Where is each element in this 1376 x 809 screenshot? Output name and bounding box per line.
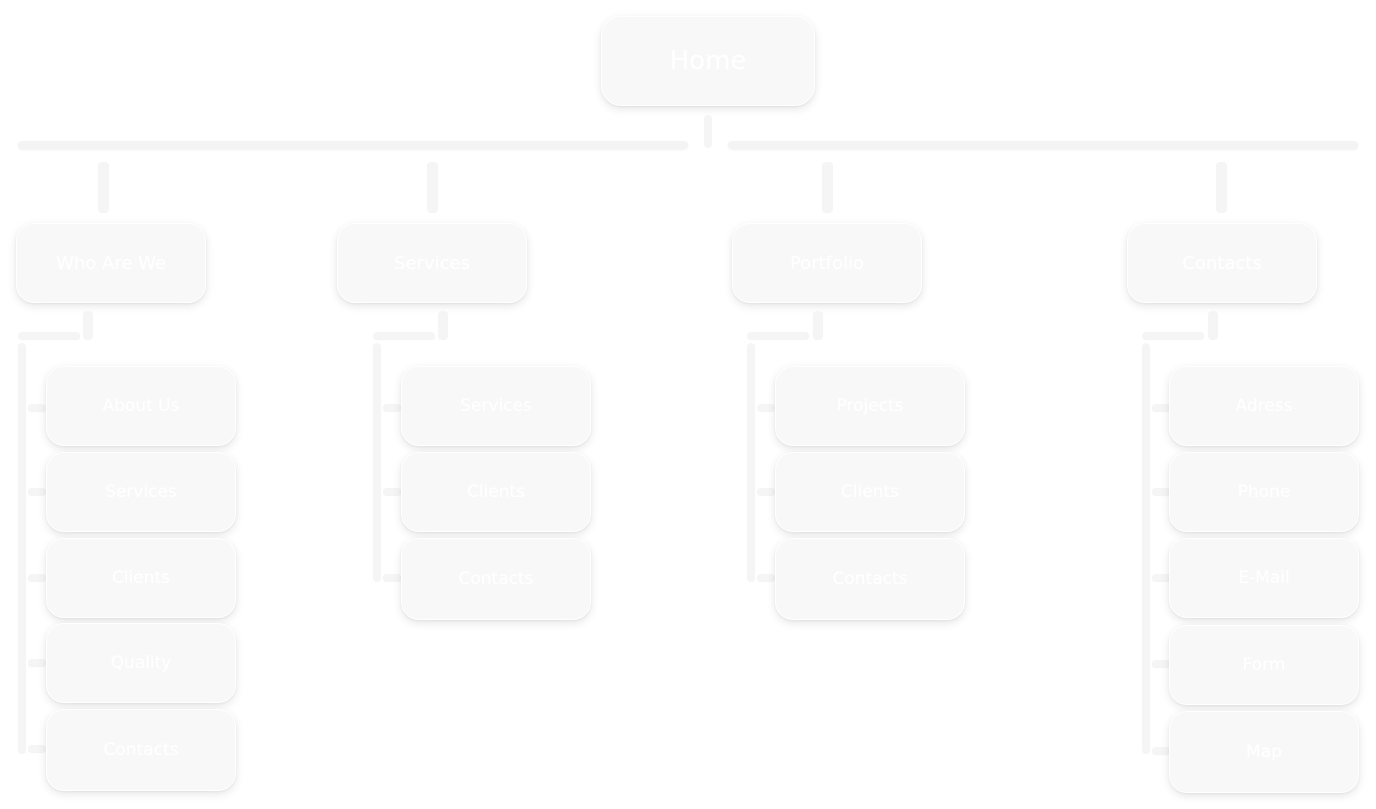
connector-drop-section	[822, 162, 833, 212]
node-leaf-about-us: About Us	[46, 366, 236, 446]
connector-section-stem	[83, 311, 93, 339]
node-leaf-quality: Quality	[46, 623, 236, 703]
node-section-portfolio: Portfolio	[732, 223, 922, 303]
node-section-contacts: Contacts	[1127, 223, 1317, 303]
node-leaf-services: Services	[46, 452, 236, 532]
node-leaf-services: Services	[401, 366, 591, 446]
connector-branch	[383, 488, 401, 495]
connector-branch	[28, 745, 46, 752]
connector-elbow	[1142, 332, 1204, 339]
connector-branch	[1152, 660, 1170, 667]
connector-section-stem	[438, 311, 448, 339]
connector-elbow	[373, 332, 435, 339]
node-leaf-clients: Clients	[775, 452, 965, 532]
connector-branch	[28, 574, 46, 581]
connector-root-stem	[704, 115, 712, 147]
connector-branch	[757, 404, 775, 411]
node-leaf-email: E-Mail	[1169, 538, 1359, 618]
connector-section-stem	[813, 311, 823, 339]
connector-branch	[757, 574, 775, 581]
connector-branch	[28, 488, 46, 495]
connector-elbow	[747, 332, 809, 339]
connector-branch	[757, 488, 775, 495]
connector-top-bus-left	[18, 141, 688, 149]
connector-spine	[747, 343, 755, 581]
node-home: Home	[601, 16, 815, 106]
node-leaf-form: Form	[1169, 625, 1359, 705]
node-leaf-clients: Clients	[46, 538, 236, 618]
connector-branch	[28, 404, 46, 411]
node-leaf-adress: Adress	[1169, 366, 1359, 446]
node-leaf-clients: Clients	[401, 452, 591, 532]
node-leaf-contacts: Contacts	[775, 538, 965, 620]
node-leaf-contacts: Contacts	[46, 709, 236, 791]
connector-top-bus-right	[728, 141, 1358, 149]
connector-elbow	[18, 332, 80, 339]
connector-drop-section	[427, 162, 438, 212]
node-leaf-contacts: Contacts	[401, 538, 591, 620]
connector-branch	[1152, 488, 1170, 495]
node-leaf-projects: Projects	[775, 366, 965, 446]
connector-branch	[383, 574, 401, 581]
connector-spine	[373, 343, 381, 581]
connector-branch	[1152, 404, 1170, 411]
connector-drop-section	[98, 162, 109, 212]
connector-branch	[1152, 574, 1170, 581]
connector-section-stem	[1208, 311, 1218, 339]
connector-branch	[1152, 747, 1170, 754]
connector-branch	[28, 659, 46, 666]
connector-branch	[383, 404, 401, 411]
node-leaf-map: Map	[1169, 711, 1359, 793]
node-section-who-are-we: Who Are We	[16, 223, 206, 303]
node-section-services: Services	[337, 223, 527, 303]
node-leaf-phone: Phone	[1169, 452, 1359, 532]
connector-spine	[18, 343, 26, 753]
connector-spine	[1142, 343, 1150, 753]
connector-drop-section	[1216, 162, 1227, 212]
